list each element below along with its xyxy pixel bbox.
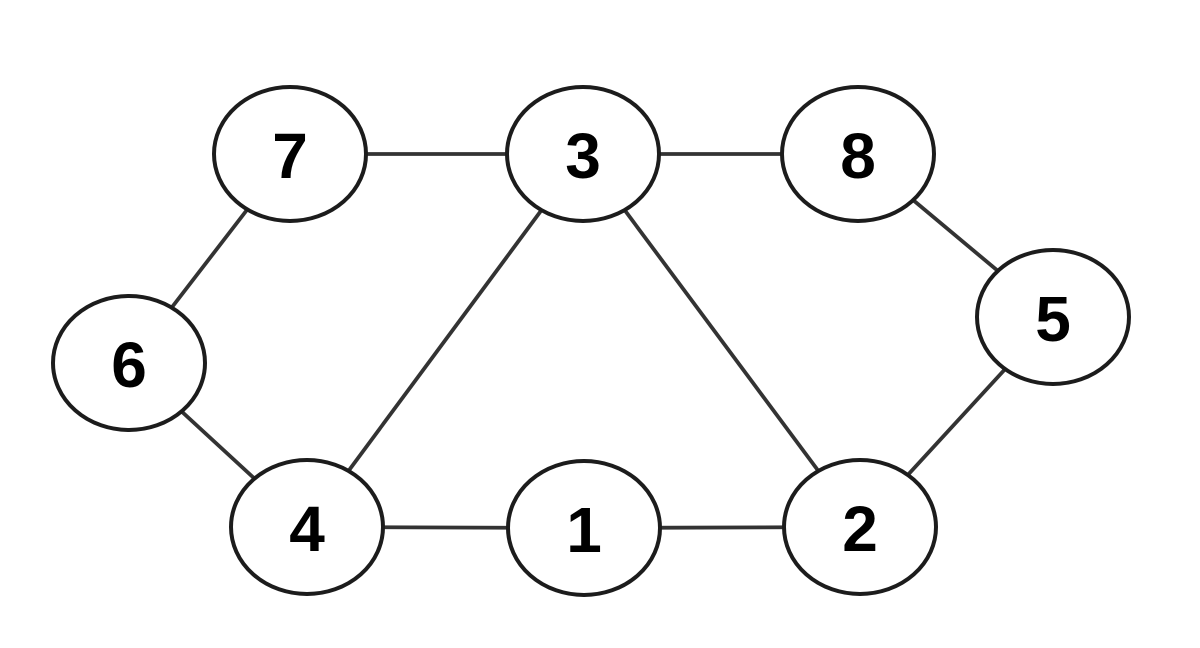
graph-edge-3-2 <box>581 152 862 529</box>
graph-node-2: 2 <box>782 458 938 596</box>
node-label-6: 6 <box>111 329 147 401</box>
node-circle-5 <box>975 248 1131 386</box>
node-circle-8 <box>780 85 936 223</box>
node-label-4: 4 <box>289 493 325 565</box>
node-label-3: 3 <box>565 120 601 192</box>
graph-node-6: 6 <box>51 294 207 432</box>
nodes-layer: 7 3 8 5 6 4 1 2 <box>51 85 1131 597</box>
node-label-7: 7 <box>272 120 308 192</box>
node-circle-7 <box>212 85 368 223</box>
node-label-8: 8 <box>840 120 876 192</box>
node-circle-6 <box>51 294 207 432</box>
node-circle-3 <box>505 85 661 223</box>
node-circle-4 <box>229 458 385 596</box>
graph-node-3: 3 <box>505 85 661 223</box>
node-label-1: 1 <box>566 494 602 566</box>
node-circle-2 <box>782 458 938 596</box>
graph-node-4: 4 <box>229 458 385 596</box>
graph-node-7: 7 <box>212 85 368 223</box>
graph-node-8: 8 <box>780 85 936 223</box>
graph-node-5: 5 <box>975 248 1131 386</box>
node-circle-1 <box>506 459 662 597</box>
graph-node-1: 1 <box>506 459 662 597</box>
node-label-5: 5 <box>1035 283 1071 355</box>
graph-edge-3-4 <box>305 152 585 529</box>
node-label-2: 2 <box>842 493 878 565</box>
